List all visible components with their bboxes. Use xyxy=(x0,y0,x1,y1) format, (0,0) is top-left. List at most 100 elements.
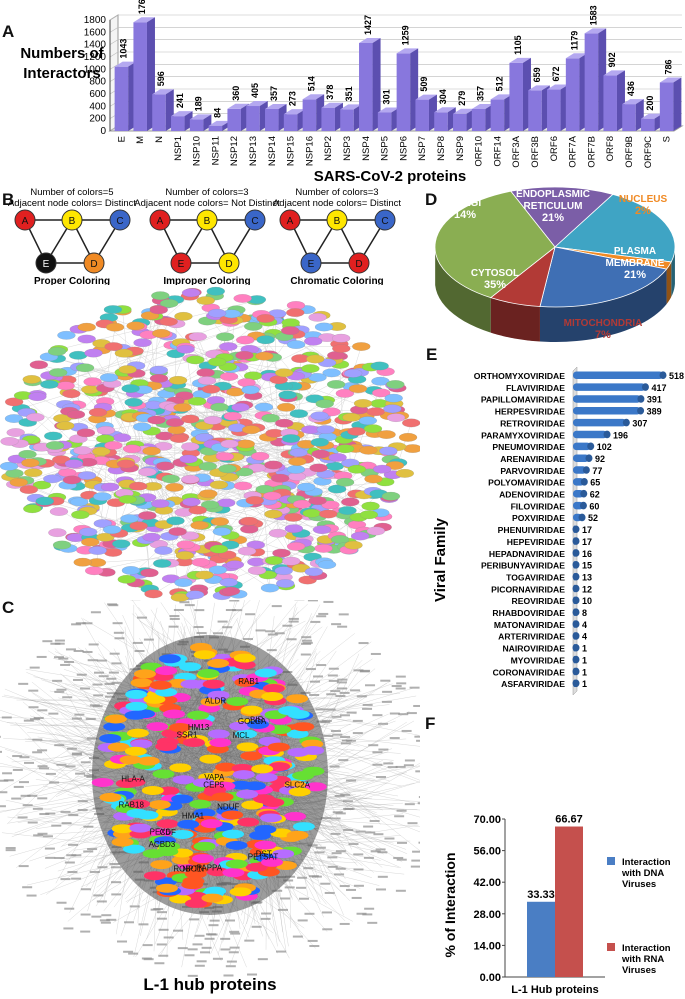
c-hub-node xyxy=(184,898,207,908)
b-node xyxy=(196,209,218,231)
b-network-node xyxy=(71,510,90,520)
a-gridline-side xyxy=(109,14,119,21)
e-bar-cap xyxy=(580,489,588,498)
b-network-node xyxy=(363,424,383,434)
e-category-label: HEPADNAVIRIDAE xyxy=(489,549,565,559)
c-peripheral-node xyxy=(91,915,102,918)
b-network-node xyxy=(342,413,361,422)
c-peripheral-node xyxy=(64,660,75,663)
a-bar-top xyxy=(584,28,607,34)
c-hub-node xyxy=(125,689,148,699)
b-network-node xyxy=(52,540,72,550)
b-network-node xyxy=(359,445,378,455)
c-peripheral-node xyxy=(340,793,351,796)
a-xtick-label: NSP7 xyxy=(417,136,428,161)
f-ytick-label: 56.00 xyxy=(473,846,501,858)
c-peripheral-node xyxy=(330,690,341,693)
c-hub-node xyxy=(171,794,194,804)
c-peripheral-node xyxy=(42,835,53,838)
c-node-label: PAPPA xyxy=(197,864,223,873)
c-peripheral-node xyxy=(204,937,215,940)
b-network-node xyxy=(142,532,161,542)
c-peripheral-node xyxy=(301,642,312,645)
e-bar-value: 13 xyxy=(582,572,592,582)
a-bar-top xyxy=(490,94,513,100)
c-peripheral-node xyxy=(343,829,354,832)
b-node xyxy=(35,252,57,274)
a-xtick-label: NSP4 xyxy=(361,136,372,161)
c-peripheral-node xyxy=(12,768,23,771)
c-peripheral-node xyxy=(109,652,120,655)
a-xtick-label: NSP15 xyxy=(286,136,297,166)
c-peripheral-node xyxy=(37,832,48,835)
a-bar-value: 786 xyxy=(664,59,674,74)
c-hub-node xyxy=(222,868,245,878)
c-peripheral-node xyxy=(346,711,357,714)
c-peripheral-node xyxy=(313,675,324,678)
c-peripheral-node xyxy=(209,919,220,922)
b-network-node xyxy=(160,299,179,308)
b-network-node xyxy=(364,474,383,484)
c-peripheral-node xyxy=(80,687,91,690)
c-peripheral-node xyxy=(67,871,78,874)
e-bar-value: 1 xyxy=(582,667,587,677)
e-category-label: POLYOMAVIRIDAE xyxy=(488,478,565,488)
e-category-label: MATONAVIRIDAE xyxy=(494,620,565,630)
c-peripheral-node xyxy=(153,907,164,910)
b-network-node xyxy=(77,334,96,344)
b-network-node xyxy=(56,421,75,431)
b-network-node xyxy=(181,531,200,541)
b-graph-title-2: Adjacent node colors= Not Distinct xyxy=(134,198,280,209)
e-category-label: NAIROVIRIDAE xyxy=(502,644,565,654)
b-network-node xyxy=(138,467,157,477)
b-network-node xyxy=(322,368,341,378)
e-bar-cap xyxy=(659,371,667,379)
c-hub-node xyxy=(155,687,178,697)
c-peripheral-node xyxy=(156,943,167,946)
b-network-edge xyxy=(185,347,206,483)
a-bar xyxy=(189,119,204,131)
b-network-node xyxy=(210,517,229,526)
c-node-label: DST xyxy=(256,849,272,858)
c-peripheral-node xyxy=(87,737,98,740)
b-network-node xyxy=(23,504,42,514)
c-peripheral-node xyxy=(18,682,29,685)
b-network-node xyxy=(188,332,207,341)
f-ylabel: % of Interaction xyxy=(442,852,458,957)
c-peripheral-node xyxy=(58,657,69,660)
b-network-node xyxy=(22,375,41,384)
c-peripheral-node xyxy=(340,742,351,745)
b-network-node xyxy=(223,411,242,421)
b-network-node xyxy=(281,434,301,443)
a-bar-top xyxy=(396,48,419,54)
c-peripheral-node xyxy=(304,912,315,915)
c-peripheral-node xyxy=(352,719,363,722)
b-network-node xyxy=(118,495,137,504)
a-bar-value: 509 xyxy=(419,77,429,92)
b-network-node xyxy=(186,355,205,365)
c-peripheral-node xyxy=(309,945,320,948)
c-hub-node xyxy=(191,854,214,864)
b-node xyxy=(83,252,105,274)
a-bar-top xyxy=(641,113,663,119)
c-hub-node xyxy=(182,738,205,748)
b-node-label: E xyxy=(308,259,315,270)
e-bar-cap xyxy=(572,632,580,640)
b-network-node xyxy=(88,408,108,417)
c-peripheral-node xyxy=(330,832,341,835)
c-peripheral-node xyxy=(318,612,329,615)
b-network-node xyxy=(233,294,252,303)
c-peripheral-node xyxy=(395,765,406,768)
e-bar-cap xyxy=(579,501,587,510)
c-node-label: CEP5 xyxy=(203,780,224,789)
c-hub-node xyxy=(225,840,248,850)
b-node-label: D xyxy=(225,259,232,270)
c-peripheral-node xyxy=(315,708,326,711)
c-peripheral-node xyxy=(331,852,342,855)
b-network-node xyxy=(209,544,229,554)
a-bar-top xyxy=(434,107,456,113)
b-network-node xyxy=(215,452,234,461)
e-bar xyxy=(573,418,627,427)
b-network-node xyxy=(319,509,338,519)
b-network-node xyxy=(40,380,59,389)
